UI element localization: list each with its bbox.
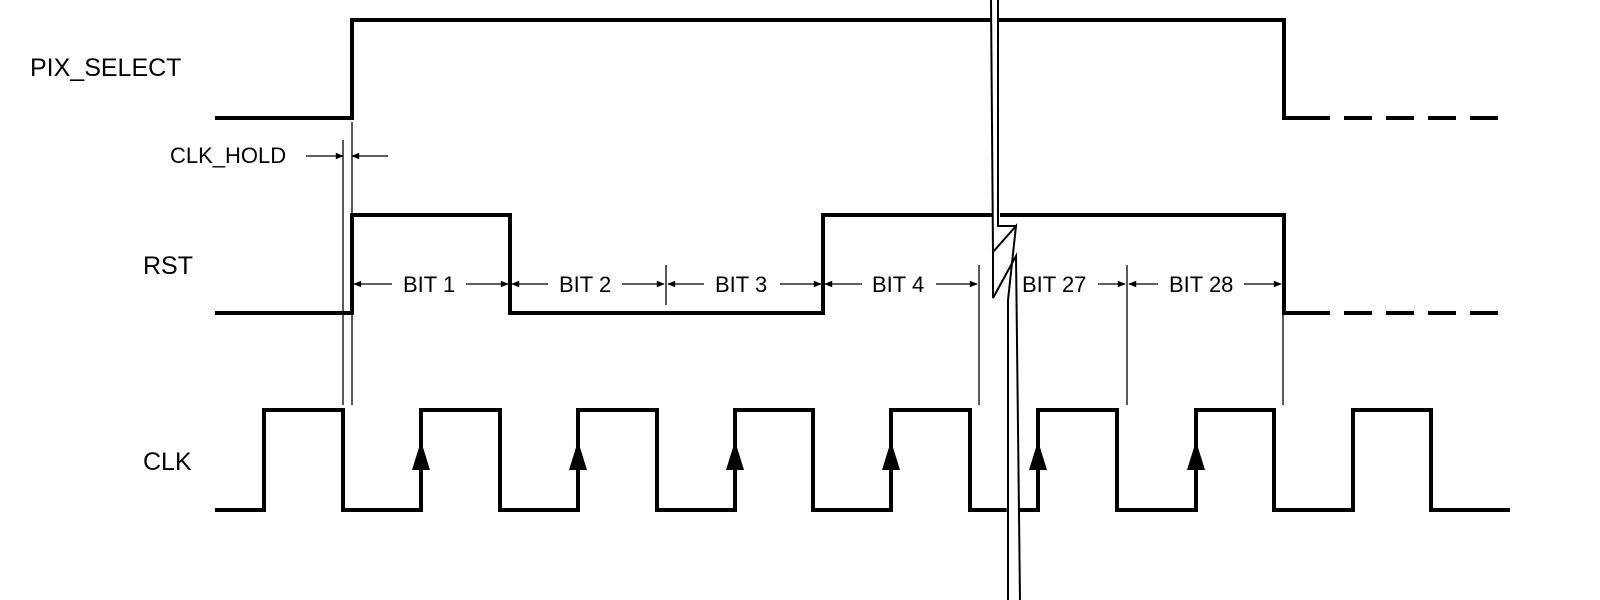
bit-27-label: BIT 27 (1022, 272, 1086, 297)
pix-select-waveform (215, 18, 1330, 120)
clk-waveform (215, 408, 1510, 512)
bit-4-label: BIT 4 (872, 272, 924, 297)
pix-select-label: PIX_SELECT (30, 54, 181, 82)
bit-dimensions: BIT 1 BIT 2 BIT 3 BIT 4 BIT 27 BIT 28 (353, 272, 1282, 297)
clk-edge-arrow-1 (412, 441, 430, 470)
rst-label: RST (143, 252, 193, 280)
clk-hold-label: CLK_HOLD (170, 143, 286, 168)
clk-hold-dimension: CLK_HOLD (170, 143, 388, 168)
clk-edge-arrows (412, 441, 1205, 470)
time-break-marker (990, 0, 1021, 600)
clk-edge-arrow-6 (1187, 441, 1205, 470)
rst-waveform (215, 213, 1330, 315)
bit-1-label: BIT 1 (403, 272, 455, 297)
clk-edge-arrow-4 (882, 441, 900, 470)
clk-edge-arrow-3 (726, 441, 744, 470)
reference-lines (342, 122, 1284, 405)
clk-edge-arrow-5 (1029, 441, 1047, 470)
bit-2-label: BIT 2 (559, 272, 611, 297)
clk-edge-arrow-2 (569, 441, 587, 470)
bit-3-label: BIT 3 (715, 272, 767, 297)
clk-label: CLK (143, 448, 192, 476)
bit-28-label: BIT 28 (1169, 272, 1233, 297)
